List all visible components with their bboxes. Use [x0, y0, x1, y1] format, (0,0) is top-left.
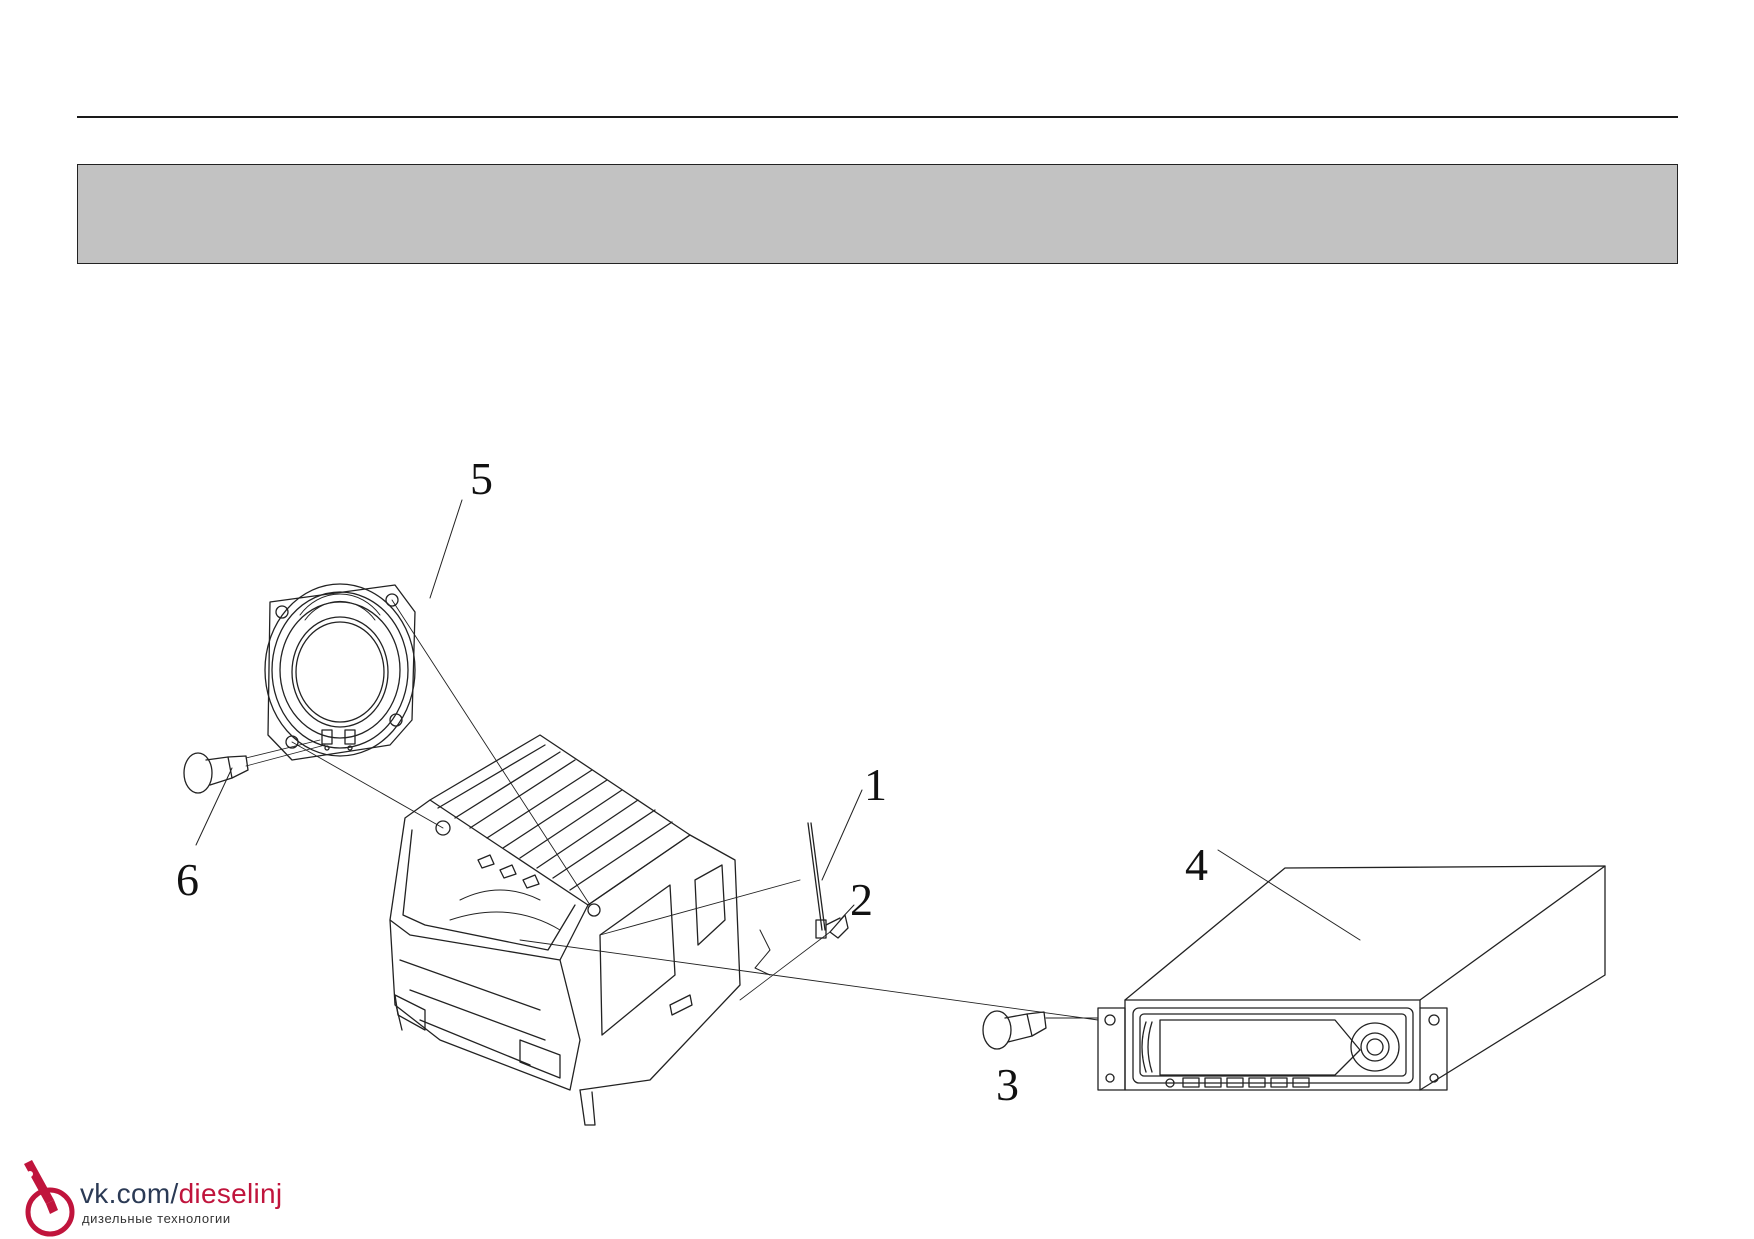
callout-4: 4 — [1185, 839, 1208, 890]
header-banner — [77, 164, 1678, 264]
truck-cab — [389, 734, 771, 1126]
callout-5: 5 — [470, 453, 493, 504]
watermark-text[interactable]: vk.com/dieselinj — [80, 1178, 283, 1209]
header-rule — [77, 116, 1678, 118]
callout-2: 2 — [850, 874, 873, 925]
antenna-lead-2 — [829, 914, 849, 939]
callout-3: 3 — [996, 1059, 1019, 1110]
speaker-assembly — [264, 583, 416, 761]
connection-lines — [291, 599, 1099, 1021]
watermark-subtitle: дизельные технологии — [82, 1211, 231, 1226]
watermark-logo-icon — [24, 1160, 75, 1237]
antenna-1 — [807, 822, 841, 939]
radio-unit-4 — [1097, 865, 1606, 1091]
speaker-plug-3 — [982, 1010, 1047, 1050]
callout-leaders — [195, 499, 1361, 941]
callout-1: 1 — [864, 759, 887, 810]
speaker-plug-6 — [183, 739, 326, 794]
callout-6: 6 — [176, 854, 199, 905]
